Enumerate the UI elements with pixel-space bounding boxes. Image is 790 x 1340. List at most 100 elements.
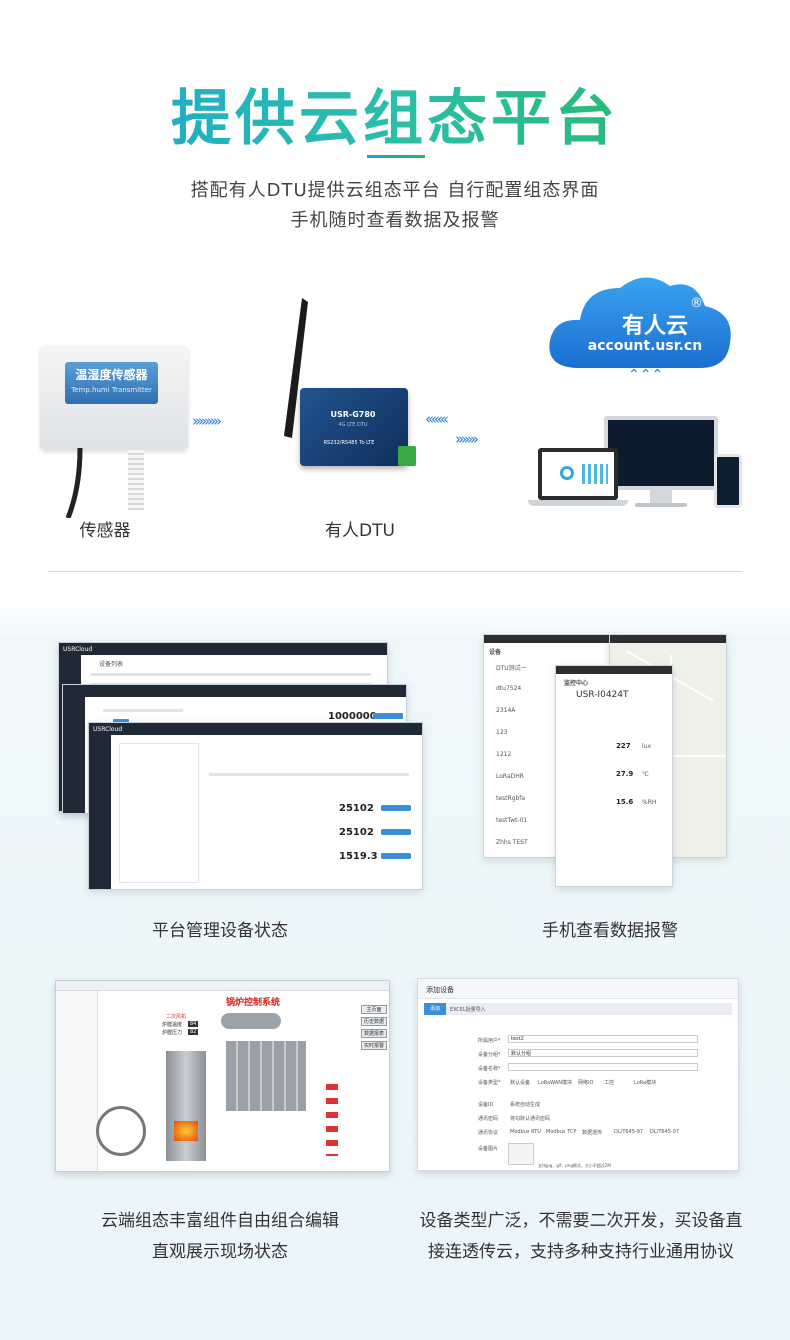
mobile-item-4: 123 (496, 729, 508, 736)
mobile-detail-device: USR-I0424T (576, 690, 629, 700)
input-group[interactable]: 默认分组 (508, 1049, 698, 1057)
protocol-option-3[interactable]: 数据透传 (582, 1130, 603, 1136)
upload-arrows: ⌃⌃⌃ (628, 367, 664, 383)
label-group: 设备分组* (478, 1052, 501, 1058)
type-option-1[interactable]: 默认设备 (510, 1080, 531, 1086)
scada-btn-report[interactable]: 数据报表 (361, 1029, 387, 1038)
arrow-left: ‹‹‹‹‹‹‹ (425, 410, 449, 428)
platform-value-3: 25102 (339, 827, 374, 838)
sensor-cable (65, 448, 83, 518)
mobile-detail-title: 监控中心 (564, 680, 589, 687)
caption-platform: 平台管理设备状态 (152, 921, 288, 941)
mobile-item-5: 1212 (496, 751, 512, 758)
scada-title: 锅炉控制系统 (226, 998, 281, 1008)
platform-value-2: 25102 (339, 803, 374, 814)
sensor-label: 温湿度传感器 (75, 368, 148, 382)
page-title: 提供云组态平台 (0, 70, 790, 157)
caption-mobile: 手机查看数据报警 (542, 921, 678, 941)
monitor-screen (604, 416, 718, 490)
scada-value-pressure: 82 (188, 1029, 199, 1035)
mobile-item-7: testRgbfa (496, 795, 526, 802)
caption-scada-1: 云端组态丰富组件自由组合编辑 (101, 1211, 339, 1231)
cloud-url: account.usr.cn (587, 338, 703, 354)
scada-label-temp: 炉膛温度 (162, 1022, 183, 1028)
dtu-model: USR-G780 (330, 410, 376, 419)
section-divider (48, 571, 742, 572)
scada-label-fan: 二次风机 (166, 1014, 187, 1020)
scada-btn-home[interactable]: 主页面 (361, 1005, 387, 1014)
tab-add[interactable]: 添加 (424, 1003, 446, 1015)
input-name[interactable] (508, 1063, 698, 1071)
form-title: 添加设备 (426, 986, 454, 994)
caption-sensor: 传感器 (79, 521, 131, 541)
protocol-option-2[interactable]: Modbus TCP (546, 1129, 577, 1135)
mobile-reading-3: 15.6 (616, 798, 634, 806)
sensor-probe (128, 450, 144, 510)
label-type: 设备类型* (478, 1080, 501, 1086)
mobile-item-1: DTU测试一 (496, 665, 527, 672)
mobile-list-title: 设备 (489, 649, 502, 656)
caption-device-1: 设备类型广泛，不需要二次开发，买设备直 (419, 1211, 743, 1231)
subtitle-line1: 搭配有人DTU提供云组态平台 自行配置组态界面 (190, 180, 600, 201)
type-option-3[interactable]: 网络IO (578, 1080, 594, 1086)
scada-screen: 锅炉控制系统 主页面 历史数据 数据报表 实时报警 二次风机 炉膛温度 84 炉… (55, 980, 390, 1172)
subtitle-line2: 手机随时查看数据及报警 (290, 210, 500, 231)
scada-label-pressure: 炉膛压力 (162, 1030, 183, 1036)
monitor-stand (650, 490, 672, 504)
input-user[interactable]: test2 (508, 1035, 698, 1043)
laptop-base (528, 500, 628, 506)
type-option-5[interactable]: LoRa模块 (634, 1080, 657, 1086)
dtu-antenna (284, 298, 308, 438)
platform-tab-devices: 设备列表 (99, 661, 124, 668)
mobile-detail: 监控中心 USR-I0424T 227 lux 27.9 ℃ 15.6 %RH (555, 665, 673, 887)
upload-note: 支持jpg、gif、png格式，大小不超过2M (538, 1163, 611, 1168)
cloud-brand: 有人云 (621, 314, 688, 339)
title-underline (367, 155, 425, 158)
caption-device-2: 接连透传云，支持多种支持行业通用协议 (428, 1242, 734, 1262)
type-option-4[interactable]: 工控 (604, 1080, 615, 1086)
platform-front-logo: USRCloud (93, 726, 123, 733)
scada-value-temp: 84 (188, 1021, 199, 1027)
protocol-option-4[interactable]: DL/T645-97 (614, 1129, 644, 1135)
device-id-note: 系统自动生成 (510, 1102, 541, 1108)
dtu-device (300, 388, 408, 466)
scada-btn-history[interactable]: 历史数据 (361, 1017, 387, 1026)
platform-logo: USRCloud (63, 646, 93, 653)
platform-value-1: 1000000 (328, 711, 377, 722)
mobile-item-2: dtu7524 (496, 685, 522, 692)
mobile-unit-3: %RH (642, 799, 657, 806)
monitor-base (635, 503, 687, 507)
registered-mark: ® (690, 296, 703, 311)
mobile-unit-2: ℃ (642, 771, 649, 778)
dtu-subtitle: 4G LTE DTU (338, 422, 368, 428)
scada-btn-alarm[interactable]: 实时报警 (361, 1041, 387, 1050)
mobile-reading-1: 227 (616, 742, 631, 750)
protocol-option-1[interactable]: Modbus RTU (510, 1129, 541, 1135)
arrow-right-2: ››››››› (455, 430, 479, 448)
add-device-form: 添加设备 添加 EXCEL批量导入 所属用户* test2 设备分组* 默认分组… (417, 978, 739, 1171)
sensor-panel (65, 362, 158, 404)
type-option-2[interactable]: LoRaWAN模块 (538, 1080, 573, 1086)
label-protocol: 通讯协议 (478, 1130, 499, 1136)
sensor-sub-label: Temp.humi Transmitter (71, 386, 152, 394)
platform-screen-front: USRCloud 25102 25102 1519.3 (88, 722, 423, 890)
laptop-screen (538, 448, 618, 500)
protocol-option-5[interactable]: DL/T645-07 (650, 1129, 680, 1135)
upload-image-button[interactable] (508, 1143, 534, 1165)
label-password: 通讯密码 (478, 1116, 499, 1122)
label-user: 所属用户* (478, 1038, 501, 1044)
mobile-item-8: testTwt-01 (496, 817, 528, 824)
password-note: 将勾默认通讯密码 (510, 1116, 551, 1122)
mobile-item-9: Zhhs TEST (496, 839, 528, 846)
label-name: 设备名称* (478, 1066, 501, 1072)
cloud-icon (549, 277, 731, 368)
arrow-right-1: ››››››››› (192, 412, 222, 430)
mobile-unit-1: lux (642, 743, 652, 750)
mobile-item-3: 2314A (496, 707, 516, 714)
mobile-reading-2: 27.9 (616, 770, 634, 778)
tab-excel-import[interactable]: EXCEL批量导入 (450, 1007, 486, 1013)
platform-value-4: 1519.3 (339, 851, 378, 862)
mobile-item-6: LoRaDHR (496, 773, 524, 780)
dtu-port: RS232/RS485 To LTE (323, 440, 375, 446)
label-image: 设备图片 (478, 1146, 499, 1152)
